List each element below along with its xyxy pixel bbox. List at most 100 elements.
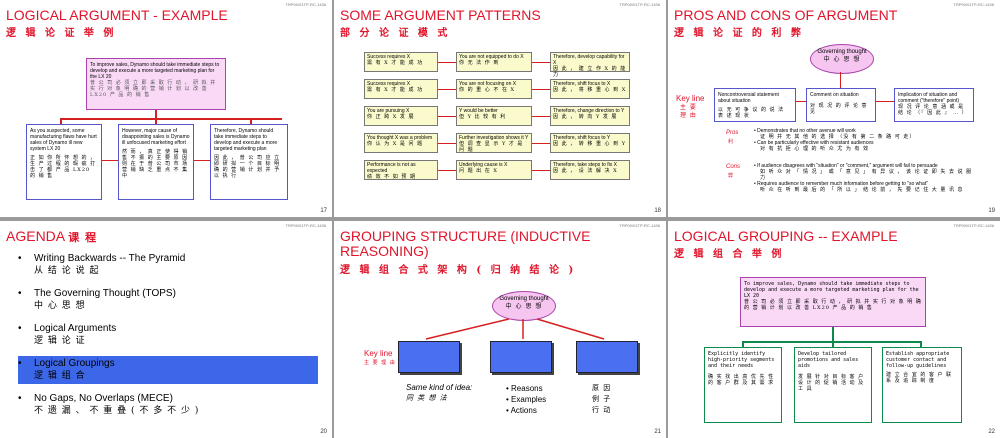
box-text-cn: 以 无 可 争 议 的 说 法 表 述 现 状: [718, 107, 785, 119]
connector-arrows: [425, 318, 605, 340]
slide-header-code: TRP00/01TP-RC-1436: [619, 223, 660, 228]
argument-text: However, major cause of disappointing sa…: [122, 128, 190, 146]
pattern-text: Therefore, change direction to Y: [553, 108, 625, 114]
pros-item: • Demonstrates that no other avenue will…: [754, 128, 856, 134]
pattern-text: Performance is not as expected: [367, 162, 416, 174]
pros-item-cn: 证 明 并 无 其 他 的 选 择 （没 有 第 二 条 路 可 走）: [760, 134, 916, 140]
slide-title: LOGICAL GROUPING -- EXAMPLE: [674, 228, 898, 244]
arrow: [532, 170, 550, 171]
arrow: [438, 143, 456, 144]
slide-number: 19: [988, 208, 995, 214]
slide-number: 17: [320, 208, 327, 214]
idea-kind-item: • Examples: [506, 395, 547, 404]
slide-subtitle: 逻 辑 组 合 式 架 构 ( 归 纳 结 论 ): [340, 265, 577, 276]
pattern-text: Therefore, develop capability for X: [553, 54, 625, 66]
connector-line: [60, 118, 282, 120]
box-text: Comment on situation: [810, 92, 859, 98]
governing-thought-label: Governing thought: [499, 296, 549, 302]
connector-line: [155, 110, 157, 118]
cons-label: Cons: [726, 164, 741, 170]
connector-line: [250, 118, 252, 124]
arrow: [532, 143, 550, 144]
governing-box: To improve sales, Dynamo should take imm…: [86, 58, 226, 110]
slide-title: LOGICAL ARGUMENT - EXAMPLE: [6, 7, 228, 23]
arrow: [532, 62, 550, 63]
governing-box: To improve sales, Dynamo should take imm…: [740, 277, 926, 327]
pattern-text: Success requires X: [367, 81, 411, 87]
slide-logical-grouping-example: TRP00/01TP-RC-1436 LOGICAL GROUPING -- E…: [668, 221, 1000, 438]
same-kind-label-cn: 同 类 想 法: [406, 394, 448, 402]
implication-box: Implication of situation and comment ("t…: [894, 88, 974, 122]
pattern-text-cn: 因 此 ， 转 向 Y 发 展: [553, 114, 618, 120]
cons-item-cn: 如 听 众 对 「 情 况 」 或 「 意 见 」 有 异 议 ， 该 论 证 …: [760, 169, 973, 181]
cons-item: • Requires audience to remember much inf…: [754, 181, 929, 187]
pattern-text-cn: 你 认 为 X 是 问 题: [367, 141, 424, 147]
pattern-text-cn: 问 题 出 在 X: [459, 168, 498, 174]
grouping-text: Establish appropriate customer contact a…: [886, 351, 950, 369]
pattern-text-cn: 需 有 X 才 能 成 功: [367, 87, 424, 93]
slide-subtitle: 部 分 论 证 模 式: [340, 28, 451, 39]
idea-kinds-list-cn: 原 因 例 子 行 动: [592, 383, 611, 416]
idea-kinds-list: • Reasons • Examples • Actions: [506, 383, 546, 416]
key-line-label-cn: 主 要 理 由: [680, 104, 697, 119]
box-text: Implication of situation and comment ("t…: [898, 92, 960, 104]
argument-box-3: Therefore, Dynamo should take immediate …: [210, 124, 288, 200]
arrow: [438, 62, 456, 63]
grouping-box-2: Develop tailored promotions and sales ai…: [794, 347, 872, 423]
grouping-box-3: Establish appropriate customer contact a…: [882, 347, 962, 423]
same-kind-label: Same kind of idea:: [406, 383, 473, 392]
slide-logical-argument-example: TRP00/01TP-RC-1436 LOGICAL ARGUMENT - EX…: [0, 0, 332, 217]
governing-thought-label: Governing thought: [817, 49, 867, 55]
arrow: [194, 160, 210, 161]
box-text-cn: 现 况 评 论 意 涵 或 是 结 论 （『 因 此 』 … ）: [898, 104, 968, 116]
agenda-item[interactable]: No Gaps, No Overlaps (MECE)不 遗 漏 、 不 重 叠…: [18, 391, 318, 419]
connector-line: [840, 72, 841, 88]
governing-text: To improve sales, Dynamo should take imm…: [744, 281, 919, 299]
connector-line: [60, 118, 62, 124]
pattern-text-cn: 但 调 查 显 示 Y 才 是 问 题: [459, 141, 524, 153]
slide-argument-patterns: TRP00/01TP-RC-1436 SOME ARGUMENT PATTERN…: [334, 0, 666, 217]
slide-subtitle: 逻 辑 组 合 举 例: [674, 249, 785, 260]
pattern-text: Therefore, take steps to fix X: [553, 162, 617, 168]
arrow: [876, 101, 894, 102]
key-line-label: Key line: [676, 94, 705, 103]
cons-item-cn: 听 众 在 听 到 最 后 的 「 所 以 」 结 论 前 ， 先 要 记 住 …: [760, 187, 964, 193]
grouping-text-cn: 发 展 针 对 目 标 客 户 设 计 的 促 销 活 动 及 工 具: [798, 374, 865, 392]
idea-kind-item-cn: 原 因: [592, 384, 612, 392]
governing-text-cn: 普 公 司 必 须 立 即 采 取 行 动 ， 研 拟 并 实 行 对 象 明 …: [744, 299, 922, 311]
governing-thought-label-cn: 中 心 思 想: [505, 303, 543, 310]
slide-number: 21: [654, 429, 661, 435]
pros-list: • Demonstrates that no other avenue will…: [754, 128, 974, 152]
pattern-text-cn: 因 此 ， 将 移 重 心 到 X: [553, 87, 627, 93]
argument-box-2: However, major cause of disappointing sa…: [118, 124, 194, 200]
idea-kind-item: • Reasons: [506, 384, 543, 393]
governing-thought-label-cn: 中 心 思 想: [823, 56, 861, 63]
pros-item-cn: 对 有 抗 拒 心 理 的 听 众 尤 为 有 效: [760, 146, 870, 152]
pattern-text-cn: 你 的 重 心 不 在 X: [459, 87, 516, 93]
slide-title: AGENDA 课 程: [6, 228, 98, 245]
governing-thought-ellipse: Governing thought 中 心 思 想: [492, 291, 556, 321]
slide-header-code: TRP00/01TP-RC-1436: [619, 2, 660, 7]
connector-line: [920, 341, 922, 347]
pattern-text-cn: 需 有 X 才 能 成 功: [367, 60, 424, 66]
argument-text-cn: 正 如 你 所 怀 想 的 ， 生 产 过 程 的 瑕 疵 打 击 了 都 产 …: [30, 155, 97, 179]
grouping-box-1: Explicitly identify high-priority segmen…: [704, 347, 782, 423]
agenda-item[interactable]: The Governing Thought (TOPS)中 心 思 想: [18, 286, 318, 314]
pattern-text: Therefore, shift focus to Y: [553, 135, 611, 141]
pattern-text: Success requires X: [367, 54, 411, 60]
connector-line: [155, 118, 157, 124]
cons-label-cn: 弊: [728, 173, 735, 179]
pattern-text: Underlying cause is X: [459, 162, 508, 168]
pattern-text: You are not focusing on X: [459, 81, 517, 87]
slide-subtitle: 逻 辑 论 证 的 利 弊: [674, 28, 804, 39]
argument-box-1: As you suspected, some manufacturing fla…: [26, 124, 102, 200]
arrow: [438, 89, 456, 90]
